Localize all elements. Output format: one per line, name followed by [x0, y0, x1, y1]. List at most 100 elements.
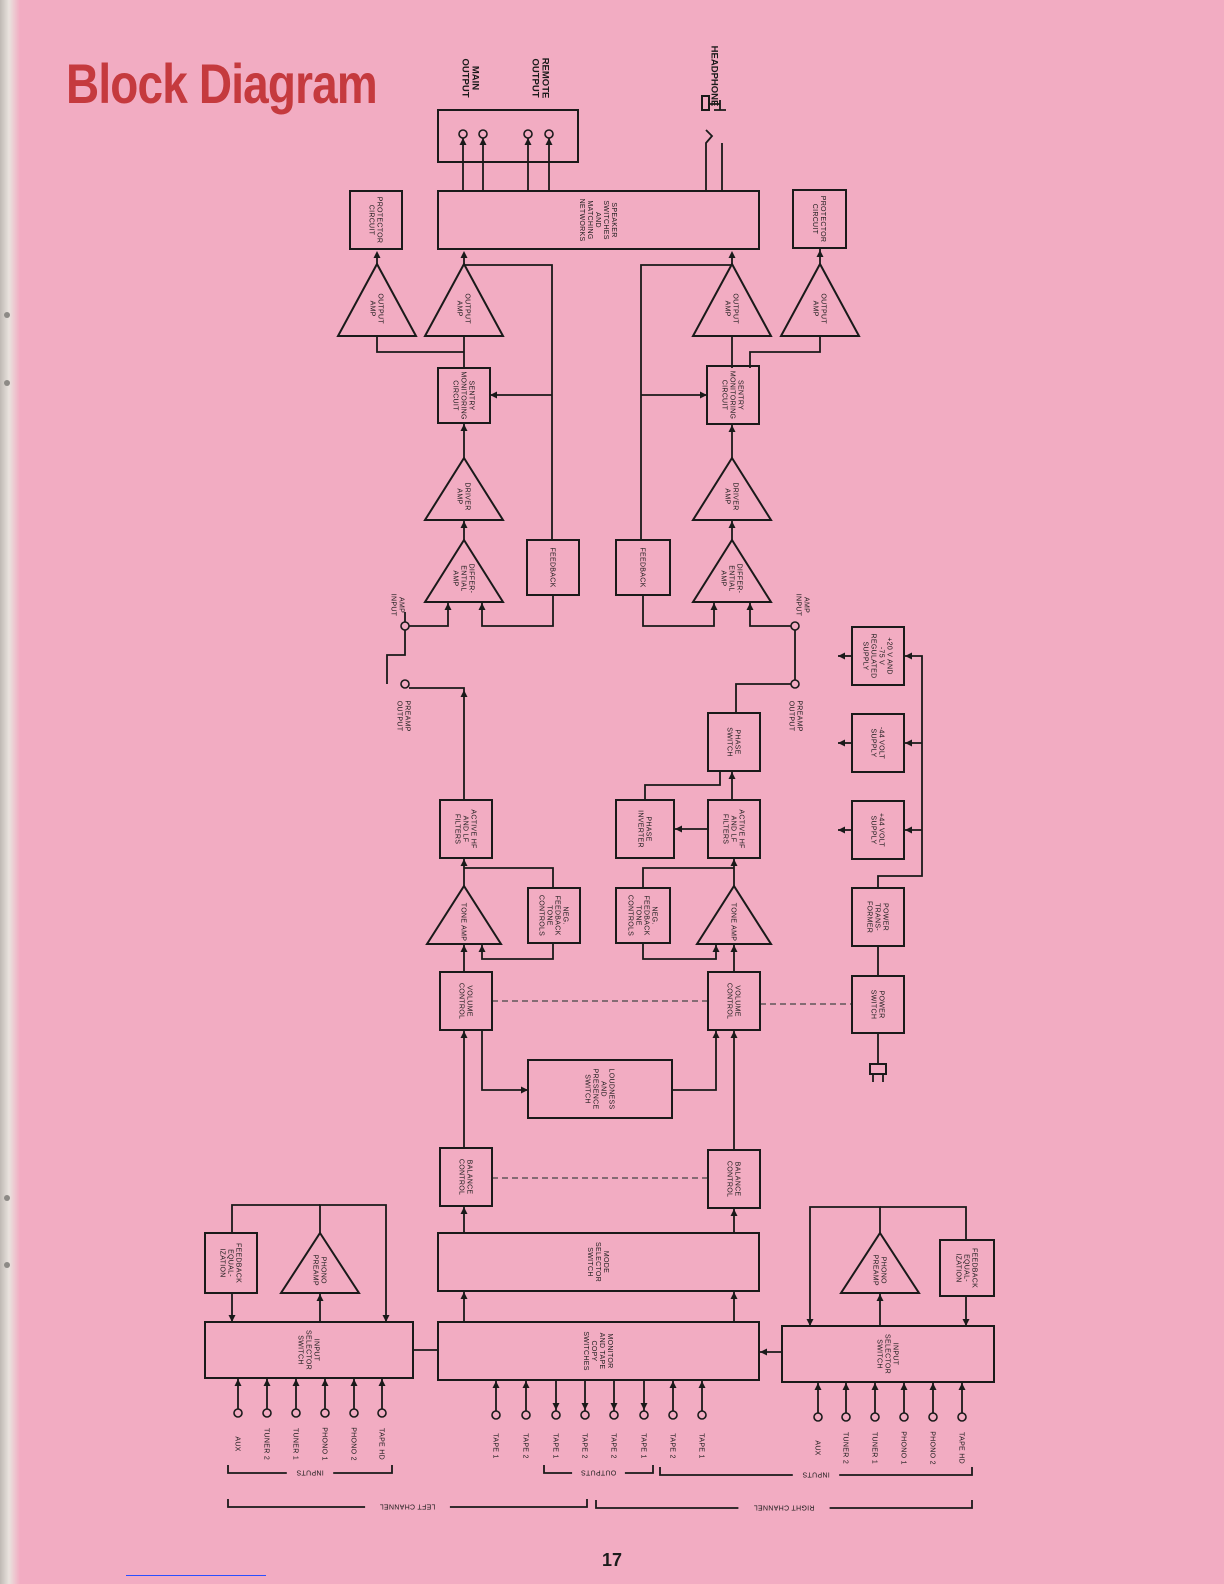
label-line: DRIVER: [732, 482, 739, 510]
arrow-head: [806, 1319, 814, 1326]
arrow-head: [228, 1315, 236, 1322]
label-line: POWER: [878, 991, 885, 1019]
label-line: TAPE 1: [640, 1433, 647, 1458]
monitor-input-label: TAPE 2: [522, 1433, 529, 1458]
label-line: MONITORING: [729, 371, 736, 419]
label-line: AND: [594, 212, 601, 228]
wire: [481, 1030, 528, 1091]
arrow-head: [905, 739, 912, 747]
label-line: -75 V: [878, 647, 885, 665]
monitor-output-jack: [580, 1410, 590, 1420]
label-line: CONTROL: [726, 1161, 733, 1197]
arrow-head: [378, 1379, 386, 1386]
diff-left: [423, 538, 505, 603]
arrow-head: [522, 1381, 530, 1388]
headphone-jack: [701, 95, 710, 111]
supply-pos44-label: +44 VOLTSUPPLY: [870, 813, 885, 847]
inputs-right-label: INPUTS: [802, 1471, 829, 1478]
arrow-head: [838, 739, 845, 747]
input-selector-right-label: INPUTSELECTORSWITCH: [876, 1334, 899, 1374]
arrow-head: [842, 1383, 850, 1390]
arrow-head: [905, 826, 912, 834]
label-line: SELECTOR: [594, 1242, 601, 1282]
preamp-output-right-label: PREAMPOUTPUT: [788, 700, 803, 731]
amp-input-jack-left: [400, 621, 410, 631]
left-input-label: PHONO 1: [321, 1427, 328, 1461]
arrow-head: [669, 1381, 677, 1388]
power-switch-label: POWERSWITCH: [870, 990, 885, 1019]
label-line: SWITCH: [726, 727, 733, 756]
label-line: AUX: [234, 1436, 241, 1451]
volume-right: [707, 971, 761, 1031]
label-line: FEEDBACK: [235, 1243, 242, 1283]
feedback-eq-right-label: FEEDBACKEQUAL-IZATION: [955, 1248, 978, 1288]
preamp-output-jack-right: [790, 679, 800, 689]
inputs-right-label-text: INPUTS: [802, 1471, 829, 1478]
mode-selector-switch: [437, 1232, 760, 1292]
neg-feedback-left-label: NEG.FEEDBACKTONECONTROLS: [538, 895, 569, 936]
arrow-head: [460, 1207, 468, 1214]
monitor-input-jack: [491, 1410, 501, 1420]
arrow-head: [478, 945, 486, 952]
feedback-eq-left: [204, 1232, 258, 1294]
supply-20v: [851, 626, 905, 686]
amp-input-left-label: AMPINPUT: [390, 594, 405, 617]
phono-preamp-left-label: PHONOPREAMP: [312, 1255, 327, 1286]
output-amp-l1-label: OUTPUTAMP: [369, 293, 384, 324]
arrow-head: [610, 1403, 618, 1410]
label-line: BALANCE: [734, 1162, 741, 1197]
monitor-output-jack: [551, 1410, 561, 1420]
sentry-left-label: SENTRYMONITORINGCIRCUIT: [452, 371, 475, 419]
arrow-head: [545, 138, 553, 145]
output-amp-l1-label: OUTPUTAMP: [369, 293, 384, 324]
label-line: INPUT: [313, 1339, 320, 1362]
left-input-jack: [262, 1408, 272, 1418]
label-line: SUPPLY: [870, 816, 877, 845]
label-line: AMP: [398, 597, 405, 613]
protector-right-label: PROTECTORCIRCUIT: [811, 196, 826, 243]
supply-neg44-label: -44 VOLTSUPPLY: [870, 727, 885, 760]
arrow-head: [838, 652, 845, 660]
wire: [481, 943, 554, 960]
output-amp-l1: [336, 261, 418, 337]
monitor-input-label: TAPE 1: [492, 1433, 499, 1458]
label-line: NEG.: [651, 906, 658, 924]
wire: [749, 336, 821, 368]
label-line: TRANS-: [874, 903, 881, 931]
preamp-output-left-label: PREAMPOUTPUT: [396, 700, 411, 731]
arrow-head: [492, 1381, 500, 1388]
label-line: HEADPHONE: [709, 46, 720, 107]
monitor-tape-copy-switches: [437, 1321, 760, 1381]
plug-prongs: [872, 1074, 884, 1082]
arrow-head: [460, 251, 468, 258]
arrow-head: [746, 603, 754, 610]
arrow-head: [710, 603, 718, 610]
arrow-head: [900, 1383, 908, 1390]
phase-switch: [707, 712, 761, 772]
headphone-wire: [705, 129, 723, 191]
monitor-input-jack: [521, 1410, 531, 1420]
label-line: EQUAL-: [227, 1249, 234, 1277]
output-jack: [458, 129, 468, 139]
right-input-label: TAPE HD: [958, 1432, 965, 1464]
label-line: VOLUME: [466, 985, 473, 1016]
label-line: PREAMP: [872, 1255, 879, 1286]
wire: [749, 602, 791, 627]
arrow-head: [460, 424, 468, 431]
arrow-head: [524, 138, 532, 145]
balance-right-label: BALANCECONTROL: [726, 1161, 741, 1197]
arrow-head: [728, 521, 736, 528]
label-line: PHONO: [320, 1257, 327, 1284]
label-line: TONE: [635, 905, 642, 926]
label-line: SUPPLY: [870, 729, 877, 758]
label-line: MODE: [602, 1251, 609, 1273]
feedback-wire: [464, 264, 553, 540]
output-jack: [523, 129, 533, 139]
driver-left: [423, 456, 505, 521]
monitor-output-jack: [609, 1410, 619, 1420]
monitor-output-label: TAPE 1: [640, 1433, 647, 1458]
output-amp-r1: [691, 261, 773, 337]
outputs-label-bg: [572, 1468, 625, 1478]
diff-right-label: DIFFER-ENTIALAMP: [720, 564, 743, 594]
wire: [231, 1204, 320, 1233]
